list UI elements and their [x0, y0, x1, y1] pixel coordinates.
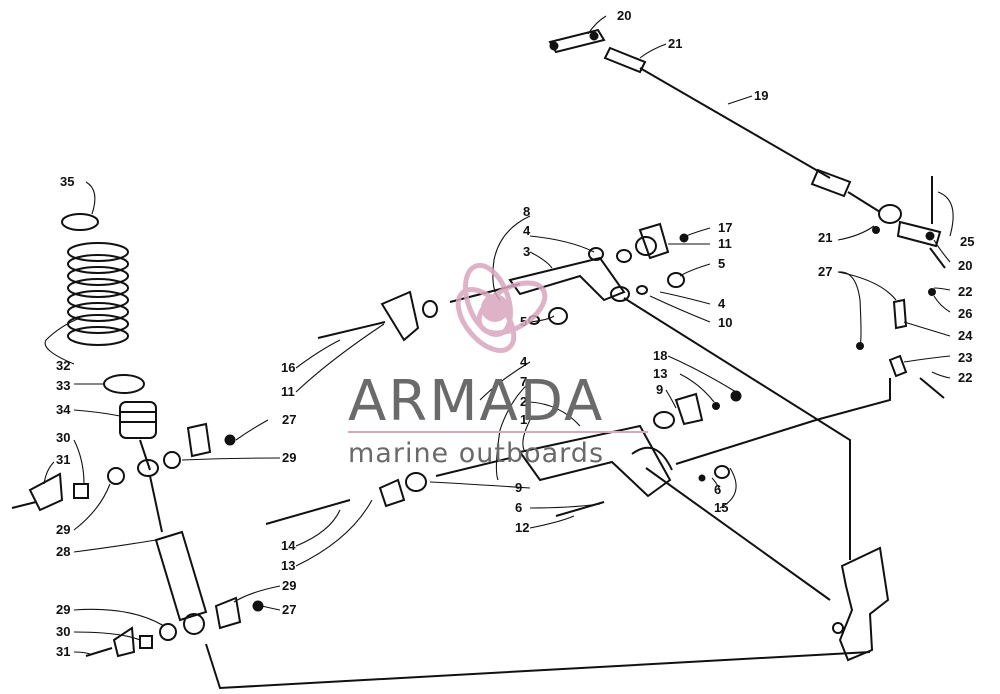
spindle-assembly [832, 546, 890, 662]
callout-14: 14 [281, 538, 296, 553]
callout-8: 8 [523, 204, 530, 219]
callout-6-right: 6 [714, 482, 721, 497]
callout-29-left: 29 [56, 522, 70, 537]
callout-13-right: 13 [653, 366, 667, 381]
coil-spring [67, 242, 129, 346]
callout-27-center: 27 [282, 412, 296, 427]
callout-22-upper: 22 [958, 284, 972, 299]
callout-9-center: 9 [515, 480, 522, 495]
callout-7: 7 [520, 374, 527, 389]
callout-27-lower: 27 [282, 602, 296, 617]
callout-1: 1 [520, 412, 527, 427]
callout-4-center: 4 [520, 354, 528, 369]
callout-32: 32 [56, 358, 70, 373]
callout-20-right: 20 [958, 258, 972, 273]
callout-22-lower: 22 [958, 370, 972, 385]
callout-25: 25 [960, 234, 974, 249]
callout-18: 18 [653, 348, 667, 363]
callout-17: 17 [718, 220, 732, 235]
callout-31-lower: 31 [56, 644, 70, 659]
callout-16: 16 [281, 360, 295, 375]
watermark: ARMADA marine outboards [348, 262, 648, 469]
tie-rod-assembly [548, 28, 946, 399]
callout-29-center: 29 [282, 450, 296, 465]
callout-34: 34 [56, 402, 71, 417]
callout-28: 28 [56, 544, 70, 559]
callout-15: 15 [714, 500, 728, 515]
shock-spring-assembly [11, 213, 264, 658]
callout-11-right: 11 [718, 236, 732, 251]
callout-13-left: 13 [281, 558, 295, 573]
watermark-tagline: marine outboards [348, 438, 604, 469]
callout-33: 33 [56, 378, 70, 393]
watermark-brand: ARMADA [348, 369, 604, 434]
callout-23: 23 [958, 350, 972, 365]
callout-3: 3 [523, 244, 530, 259]
callout-35: 35 [60, 174, 74, 189]
callout-10: 10 [718, 315, 732, 330]
callout-21-right: 21 [818, 230, 832, 245]
callout-5-right: 5 [718, 256, 725, 271]
assembly-guide-lines [205, 297, 891, 690]
callout-4-right: 4 [718, 296, 726, 311]
callout-26: 26 [958, 306, 972, 321]
callout-11-left: 11 [281, 384, 295, 399]
lower-a-arm-assembly [265, 390, 742, 525]
callout-30-lower: 30 [56, 624, 70, 639]
callout-29-lower-left: 29 [56, 602, 70, 617]
callout-27-right: 27 [818, 264, 832, 279]
callout-19: 19 [754, 88, 768, 103]
callout-31-upper: 31 [56, 452, 70, 467]
callout-12: 12 [515, 520, 529, 535]
callout-6-center: 6 [515, 500, 522, 515]
callout-9-right: 9 [656, 382, 663, 397]
leader-lines [43, 15, 954, 655]
callout-4-upper: 4 [523, 223, 531, 238]
callout-29-lower-right: 29 [282, 578, 296, 593]
callout-2: 2 [520, 394, 527, 409]
callout-30-upper: 30 [56, 430, 70, 445]
propeller-logo-icon [455, 262, 548, 353]
callout-24: 24 [958, 328, 973, 343]
callout-21-top: 21 [668, 36, 682, 51]
callout-numbers: 20 21 19 25 20 22 26 24 23 22 21 27 8 4 … [56, 8, 974, 659]
callout-20-top: 20 [617, 8, 631, 23]
